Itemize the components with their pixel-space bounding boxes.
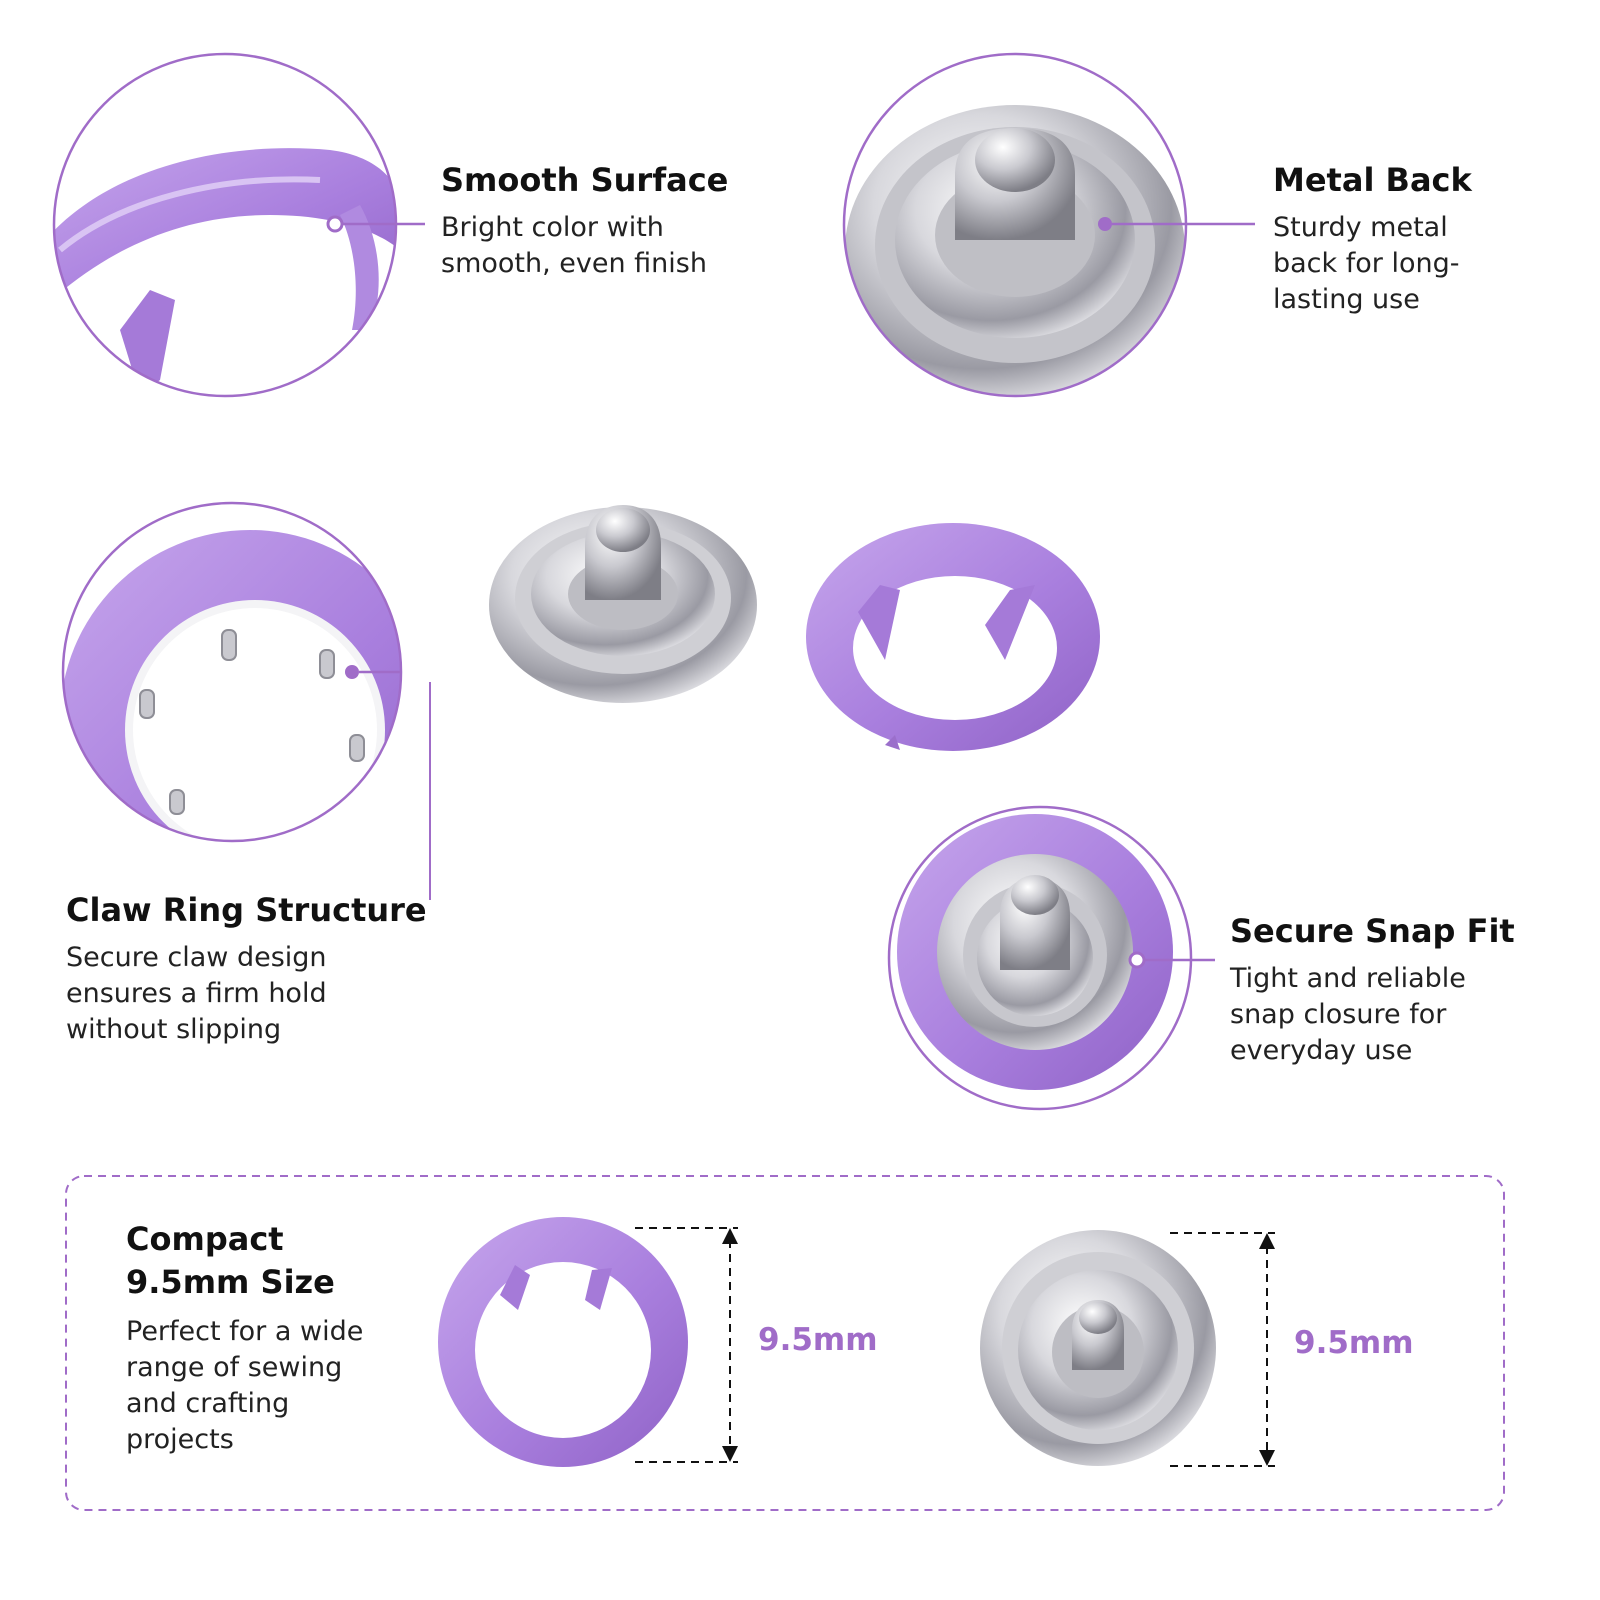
feature-metal-back: Metal Back Sturdy metal back for long- l… [1273,160,1573,318]
feature-title: Secure Snap Fit [1230,912,1515,950]
metal-snap-back-icon [489,505,757,703]
desc-line: and crafting [126,1388,290,1419]
desc-line: ensures a firm hold [66,978,327,1009]
feature-description: Bright color with smooth, even finish [441,210,781,282]
desc-line: without slipping [66,1014,282,1045]
desc-line: Tight and reliable [1230,963,1466,994]
size-back-icon [980,1230,1216,1466]
desc-line: projects [126,1424,234,1455]
size-panel-title: Compact 9.5mm Size [126,1218,416,1304]
purple-prong-ring-icon [806,523,1100,751]
feature-title: Claw Ring Structure [66,891,427,929]
desc-line: Sturdy metal [1273,212,1448,243]
ring-dimension-label: 9.5mm [758,1322,878,1358]
purple-ring-closeup-icon [52,52,425,398]
desc-line: everyday use [1230,1035,1413,1066]
claw-ring-closeup-icon [61,501,431,900]
feature-title: Metal Back [1273,161,1472,199]
feature-claw-ring: Claw Ring Structure Secure claw design e… [66,890,466,1048]
size-ring-icon [438,1217,688,1467]
back-dimension-label: 9.5mm [1294,1325,1414,1361]
ring-dimension-line [635,1227,738,1463]
metal-back-closeup-icon [842,52,1255,398]
desc-line: smooth, even finish [441,248,707,279]
title-line: Compact [126,1220,284,1258]
feature-snap-fit: Secure Snap Fit Tight and reliable snap … [1230,911,1570,1069]
snap-fit-closeup-icon [887,805,1215,1111]
feature-title: Smooth Surface [441,161,729,199]
desc-line: Secure claw design [66,942,327,973]
desc-line: Bright color with [441,212,664,243]
feature-description: Tight and reliable snap closure for ever… [1230,961,1570,1069]
desc-line: range of sewing [126,1352,343,1383]
desc-line: back for long- [1273,248,1460,279]
size-panel-description: Perfect for a wide range of sewing and c… [126,1314,416,1458]
desc-line: Perfect for a wide [126,1316,364,1347]
feature-description: Sturdy metal back for long- lasting use [1273,210,1573,318]
back-dimension-line [1170,1232,1275,1467]
desc-line: snap closure for [1230,999,1447,1030]
title-line: 9.5mm Size [126,1263,335,1301]
feature-description: Secure claw design ensures a firm hold w… [66,940,466,1048]
desc-line: lasting use [1273,284,1420,315]
size-panel-text: Compact 9.5mm Size Perfect for a wide ra… [126,1218,416,1458]
size-panel-frame [65,1175,1505,1511]
feature-smooth-surface: Smooth Surface Bright color with smooth,… [441,160,781,282]
